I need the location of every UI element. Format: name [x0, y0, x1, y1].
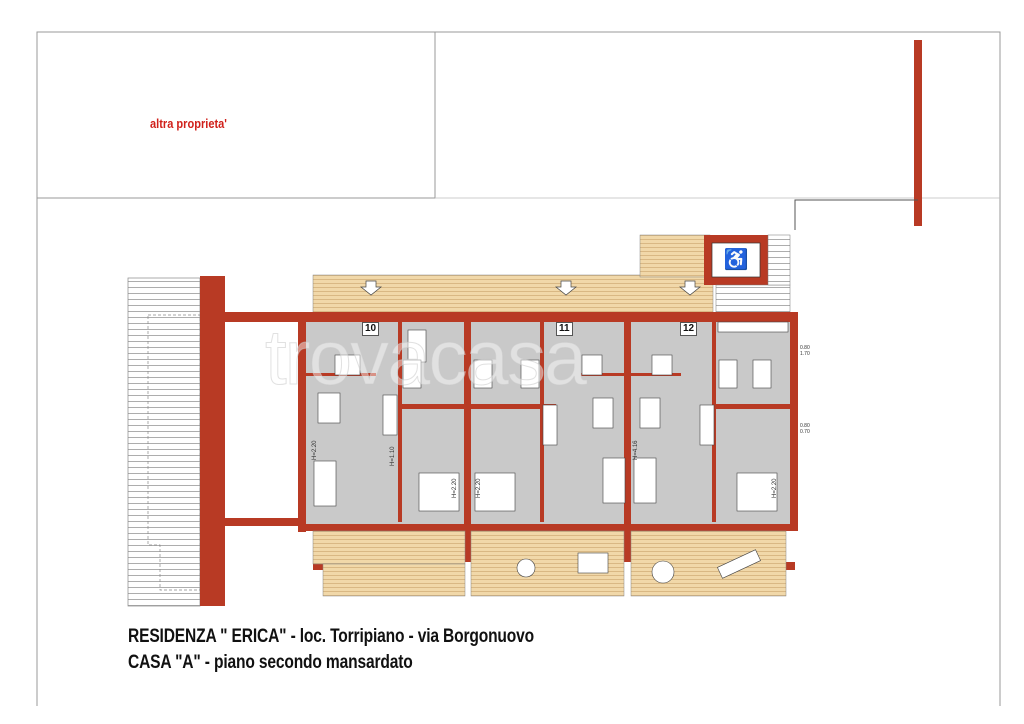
left-ramp: [127, 277, 201, 607]
entrance-arrows: [360, 280, 701, 296]
window-height: 1.70: [800, 351, 810, 357]
neighbor-property-outline: [36, 31, 436, 199]
lower-deck-12: [630, 530, 787, 597]
unit-number-11: 11: [556, 322, 573, 336]
window-width: 0.80: [800, 423, 810, 429]
caption-line-1: RESIDENZA " ERICA" - loc. Torripiano - v…: [128, 626, 534, 647]
deck-table: [577, 552, 609, 574]
height-label: H=4.16: [633, 440, 639, 460]
unit-number-12: 12: [680, 322, 698, 336]
elevator-cabin: [711, 242, 761, 278]
deck-round-table: [516, 558, 536, 578]
upper-deck: [312, 274, 714, 316]
furniture: [313, 321, 789, 512]
stair-flight: [767, 234, 791, 286]
walls: [225, 312, 798, 570]
height-label: H=2.20: [452, 478, 458, 498]
height-label: H=1.10: [390, 446, 396, 466]
watermark: trovacasa: [264, 313, 587, 402]
upper-deck-extension: [639, 234, 711, 278]
boundary-fence: [794, 199, 918, 230]
unit-number-10: 10: [362, 322, 380, 336]
window-width: 0.80: [800, 345, 810, 351]
height-label: H=2.20: [772, 478, 778, 498]
lower-deck-10: [312, 530, 466, 565]
window-height: 0.70: [800, 429, 810, 435]
caption-line-2: CASA "A" - piano secondo mansardato: [128, 652, 413, 673]
deck-lounger: [717, 549, 761, 579]
deck-round-table: [651, 560, 675, 584]
external-stair: [715, 284, 791, 314]
height-label: H=2.20: [312, 440, 318, 460]
left-column-wall: [200, 276, 225, 606]
wheelchair-icon: ♿: [724, 247, 749, 271]
height-label: H=2.20: [476, 478, 482, 498]
lower-deck-10-ext: [322, 563, 466, 597]
neighbor-property-label: altra proprieta': [150, 116, 227, 131]
boundary-wall: [914, 40, 922, 226]
sheet-frame: [36, 31, 1001, 706]
